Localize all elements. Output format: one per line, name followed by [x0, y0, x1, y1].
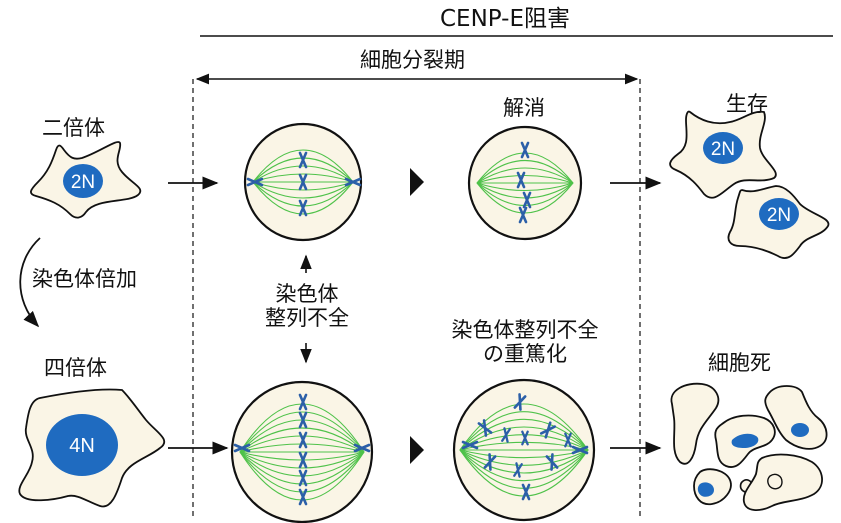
chromosome: [520, 141, 530, 159]
chromosome: [344, 177, 362, 187]
chromosome: [298, 151, 308, 169]
dead-nucleus-fragment: [791, 423, 809, 437]
mitotic-cell-tetraploid-1: [230, 380, 374, 523]
chromosome: [298, 488, 308, 506]
spindle-fiber: [459, 449, 589, 482]
label-severe-misalignment: 染色体整列不全 の重篤化: [430, 318, 620, 366]
label-severe-misalignment-line-1: 染色体整列不全: [451, 318, 599, 342]
label-cell-death: 細胞死: [708, 351, 771, 375]
label-chromosome-doubling: 染色体倍加: [32, 267, 137, 291]
chromosome: [246, 177, 264, 187]
chromosome: [564, 432, 572, 448]
chromosome: [522, 191, 532, 209]
progress-triangle-top: [410, 168, 424, 196]
nucleus-label-diploid: 2N: [71, 172, 95, 193]
chromosome: [521, 483, 531, 501]
label-survival: 生存: [726, 92, 768, 116]
phase-label: 細胞分裂期: [360, 48, 465, 72]
survival-cell-b: [727, 185, 830, 259]
spindle-fiber: [459, 449, 589, 466]
chromosome: [513, 393, 527, 411]
spindle-fiber: [252, 181, 354, 191]
progress-triangle-bottom: [410, 436, 424, 464]
nucleus-label-tetraploid: 4N: [69, 435, 95, 457]
survival-cell-a: [669, 110, 777, 199]
dead-nucleus-fragment: [697, 482, 714, 497]
label-misalignment: 染色体 整列不全: [252, 282, 362, 330]
nucleus-label-survival-b: 2N: [767, 205, 791, 226]
spindle-fiber: [459, 426, 589, 451]
spindle-fiber: [459, 411, 589, 451]
chromosome: [571, 445, 589, 455]
spindle-fiber: [459, 418, 589, 451]
spindle-fiber: [252, 181, 354, 215]
nucleus-label-survival-a: 2N: [711, 139, 735, 160]
chromosome: [545, 453, 559, 471]
chromosome: [298, 199, 308, 217]
spindle-fiber: [252, 165, 354, 183]
spindle-fiber: [252, 181, 354, 199]
chromosome: [298, 431, 308, 449]
tetraploid-cell: [18, 388, 166, 508]
diploid-nucleus: [63, 164, 103, 198]
chromosome: [521, 430, 529, 446]
spindle-fiber: [459, 403, 589, 451]
spindle-fiber: [252, 173, 354, 183]
header-title: CENP-E阻害: [440, 6, 570, 32]
spindle-fiber: [476, 160, 574, 184]
chromosome: [477, 419, 493, 437]
diploid-cell: [30, 141, 142, 219]
chromosome: [461, 440, 479, 450]
spindle-fiber: [239, 411, 365, 453]
spindle-fiber: [239, 451, 365, 469]
dead-nucleus-fragment: [731, 433, 759, 448]
chromosome: [539, 421, 557, 439]
chromosome: [518, 206, 528, 224]
spindle-fiber: [476, 167, 574, 184]
spindle-fiber: [239, 451, 365, 485]
survival-nucleus-b: [759, 198, 799, 230]
spindle-fiber: [239, 427, 365, 453]
label-misalignment-line-2: 整列不全: [265, 306, 349, 331]
spindle-fiber: [476, 182, 574, 192]
spindle-fiber: [476, 174, 574, 184]
mitotic-cell-diploid-1: [243, 122, 363, 242]
label-severe-misalignment-line-2: の重篤化: [483, 342, 567, 367]
survival-nucleus-a: [703, 132, 743, 164]
chromosome: [516, 171, 526, 189]
chromosome: [298, 411, 308, 429]
label-misalignment-line-1: 染色体: [275, 282, 339, 306]
chromosome: [298, 451, 308, 469]
spindle-fiber: [252, 149, 354, 183]
mitotic-cell-diploid-2: [467, 125, 583, 241]
chromosome: [298, 173, 308, 191]
dead-cell-fragments: [670, 382, 828, 511]
label-resolution: 解消: [503, 96, 545, 120]
chromosome: [501, 427, 511, 443]
chromosome: [513, 462, 523, 478]
mitotic-cell-tetraploid-2: [452, 378, 596, 522]
label-diploid: 二倍体: [42, 116, 105, 140]
chromosome: [483, 453, 497, 471]
spindle-fiber: [459, 449, 589, 474]
chromosome: [353, 443, 371, 453]
chromosome: [233, 443, 251, 453]
arrow-chromosome-doubling: [19, 237, 41, 328]
tetraploid-nucleus: [46, 414, 118, 476]
chromosome: [298, 393, 308, 411]
label-tetraploid: 四倍体: [44, 356, 107, 380]
chromosome: [298, 469, 308, 487]
